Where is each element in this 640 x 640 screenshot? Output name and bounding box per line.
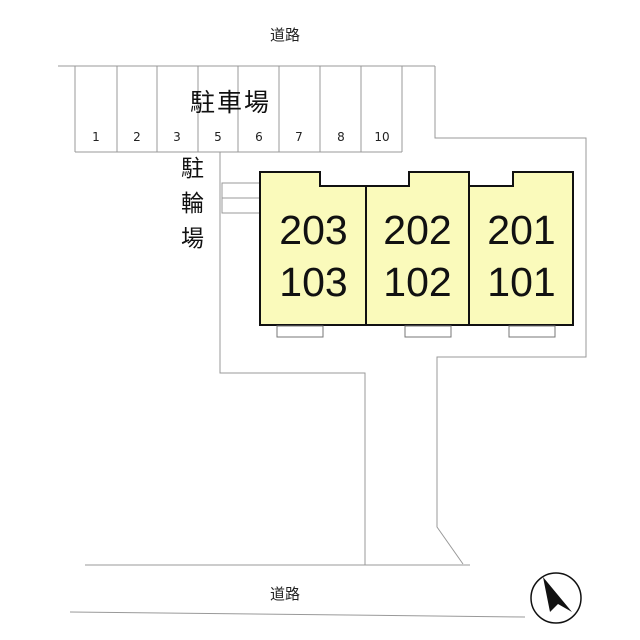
balcony-201 (508, 325, 556, 338)
building (259, 171, 574, 338)
unit-number-upper: 201 (487, 207, 556, 253)
unit-201-101 (468, 171, 574, 326)
parking-slot-number: 10 (374, 130, 390, 144)
property-boundary-left (219, 152, 366, 565)
unit-number-upper: 203 (279, 207, 348, 253)
bicycle-parking-area (221, 182, 261, 214)
unit-number-lower: 102 (383, 259, 452, 305)
unit-number-upper: 202 (383, 207, 452, 253)
balcony-202 (404, 325, 452, 338)
parking-slot-number: 6 (255, 130, 263, 144)
top-road-label: 道路 (270, 26, 301, 44)
balcony-203 (276, 325, 324, 338)
bicycle-parking-label: 駐 (181, 156, 204, 182)
unit-number-lower: 103 (279, 259, 348, 305)
parking-slot-number: 5 (214, 130, 222, 144)
bottom-road-label: 道路 (270, 585, 301, 603)
bottom-road-edge-lower (69, 611, 526, 618)
parking-area (74, 66, 403, 153)
unit-202-102 (365, 171, 470, 326)
parking-title: 駐車場 (190, 88, 272, 117)
parking-slot-number: 7 (295, 130, 303, 144)
parking-slot-number: 8 (337, 130, 345, 144)
parking-slot-number: 3 (173, 130, 181, 144)
bicycle-parking-label: 輪 (181, 191, 204, 217)
parking-slot-number: 2 (133, 130, 141, 144)
north-arrow-icon (530, 572, 582, 624)
unit-number-lower: 101 (487, 259, 556, 305)
property-boundary (434, 66, 587, 565)
parking-slot-number: 1 (92, 130, 100, 144)
bicycle-parking-label: 場 (181, 226, 204, 252)
